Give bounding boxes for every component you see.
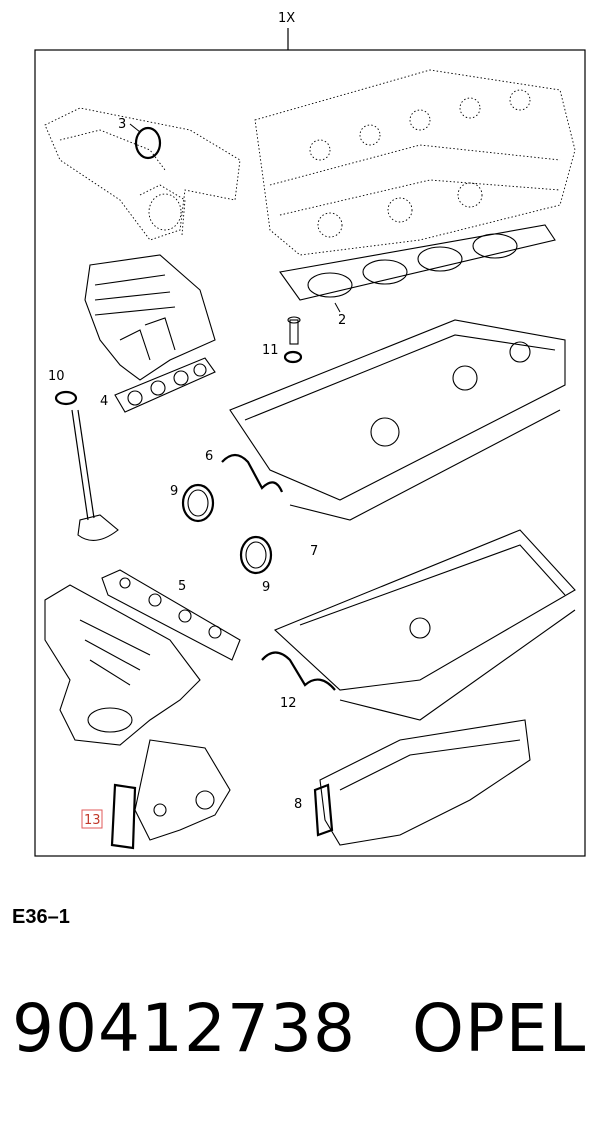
- intake-gasket-4: 4: [100, 357, 216, 413]
- valve-cover-upper: [229, 319, 566, 501]
- valve-10: 10: [48, 369, 119, 541]
- seal-9a: 9: [170, 483, 215, 523]
- diagram-frame: [34, 49, 586, 857]
- head-gasket-2: 2: [279, 224, 556, 328]
- callout-10: 10: [48, 369, 65, 384]
- cover-gasket-12: 12: [261, 609, 576, 721]
- exhaust-manifold-top: [44, 107, 241, 241]
- callout-11: 11: [262, 343, 279, 358]
- gasket-6: 6: [205, 449, 284, 493]
- callout-6: 6: [205, 449, 213, 464]
- gasket-3: 3: [118, 117, 162, 160]
- gasket-13: 13: [81, 783, 137, 850]
- callout-4: 4: [100, 394, 108, 409]
- callout-9a: 9: [170, 484, 178, 499]
- part-number: 90412738: [12, 990, 356, 1067]
- cover-gasket-7: 7: [289, 409, 561, 559]
- brand-name: OPEL: [412, 990, 587, 1067]
- gasket-kit-diagram: 1X 3 2: [34, 11, 586, 857]
- callout-8: 8: [294, 797, 302, 812]
- footer: 90412738 OPEL: [12, 990, 592, 1080]
- callout-2: 2: [338, 313, 346, 328]
- callout-13: 13: [84, 813, 101, 828]
- callout-13-highlight: [81, 809, 103, 829]
- intake-plenum-8: 8: [294, 719, 531, 846]
- seal-9b: 9: [239, 535, 273, 595]
- callout-3: 3: [118, 117, 126, 132]
- exhaust-manifold-lower: [44, 584, 201, 746]
- exhaust-gasket-5: 5: [101, 569, 241, 661]
- callout-12: 12: [280, 696, 297, 711]
- bolt-11: 11: [262, 316, 303, 364]
- thermostat-housing: [134, 739, 231, 841]
- callout-5: 5: [178, 579, 186, 594]
- callout-9b: 9: [262, 580, 270, 595]
- intake-manifold: [84, 254, 216, 381]
- kit-quantity-label: 1X: [278, 11, 295, 26]
- callout-7: 7: [310, 544, 318, 559]
- figure-code: E36–1: [12, 906, 70, 928]
- cylinder-head: [254, 69, 576, 256]
- valve-cover-lower: [273, 529, 576, 691]
